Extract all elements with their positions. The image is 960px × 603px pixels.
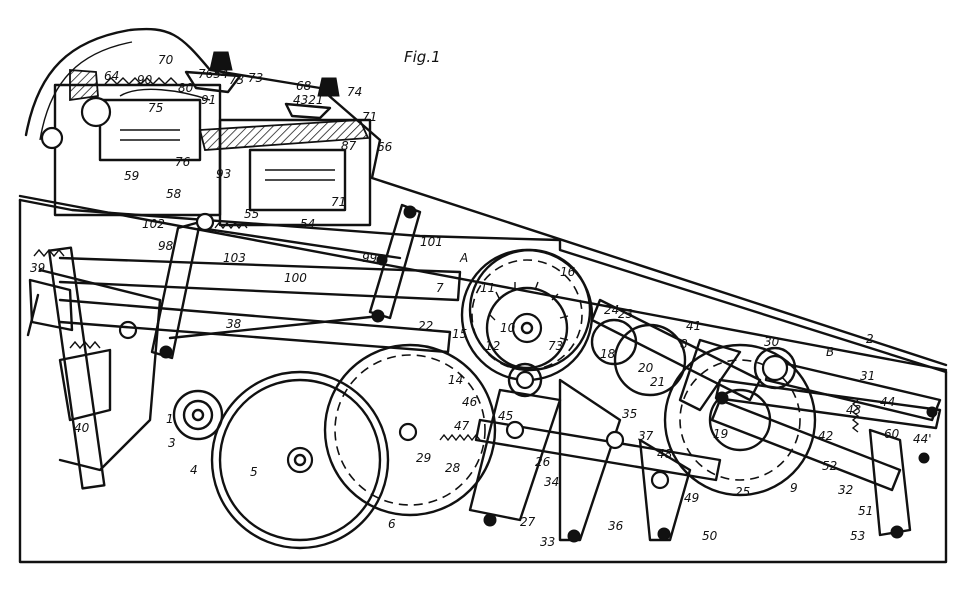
reference-numeral: 24 — [604, 303, 619, 317]
reference-numeral: 60 — [884, 427, 900, 441]
reference-numeral: 47 — [454, 419, 470, 433]
reference-numeral: 55 — [244, 207, 259, 221]
reference-numeral: 34 — [544, 475, 559, 489]
reference-numeral: 100 — [284, 271, 307, 285]
reference-numeral: 12 — [485, 339, 500, 353]
reference-numeral: 50 — [702, 529, 718, 543]
pivot-pins — [159, 205, 938, 543]
reference-numeral: 58 — [166, 187, 182, 201]
reference-numeral: 99 — [362, 251, 377, 265]
reference-numeral: 11 — [480, 281, 495, 295]
reference-numeral: 14 — [448, 373, 463, 387]
gear-train — [172, 248, 817, 550]
reference-numeral: 36 — [608, 519, 624, 533]
reference-numeral: 7 — [436, 281, 444, 295]
reference-numeral: 32 — [838, 483, 853, 497]
reference-numeral: 27 — [520, 515, 536, 529]
reference-numeral: 54 — [300, 217, 315, 231]
reference-numeral: 9 — [790, 481, 798, 495]
reference-numeral: 76 — [175, 155, 191, 169]
reference-numeral: 26 — [535, 455, 551, 469]
reference-numeral: 75 — [148, 101, 163, 115]
reference-numeral: 59 — [124, 169, 139, 183]
reference-numeral: 21 — [650, 375, 665, 389]
linkage-bars — [58, 203, 942, 542]
reference-numeral: 45 — [498, 409, 513, 423]
reference-numeral: 44' — [913, 432, 932, 446]
reference-numeral: 70 — [158, 53, 174, 67]
reference-numeral: 90 — [137, 73, 153, 87]
reference-numeral: 73 — [229, 73, 244, 87]
reference-numeral: 35 — [622, 407, 637, 421]
reference-numeral: 53 — [850, 529, 865, 543]
reference-numeral: 103 — [223, 251, 246, 265]
reference-numeral: 10 — [500, 321, 516, 335]
reference-numeral: 3 — [168, 436, 176, 450]
reference-numeral: 48 — [657, 447, 673, 461]
reference-numeral: 46 — [462, 395, 478, 409]
reference-numeral: A — [459, 251, 468, 265]
reference-numeral: 8 — [680, 337, 688, 351]
reference-numeral: 42 — [818, 429, 833, 443]
reference-numeral: 6 — [388, 517, 396, 531]
reference-numeral: 74 — [347, 85, 362, 99]
reference-numeral: 49 — [684, 491, 699, 505]
reference-numeral: 25 — [735, 485, 750, 499]
reference-numeral: 98 — [158, 239, 174, 253]
reference-numeral: 66 — [377, 140, 393, 154]
reference-numeral: 38 — [226, 317, 242, 331]
left-mechanism — [26, 246, 162, 490]
reference-numeral: 73 — [548, 339, 563, 353]
reference-numeral: B — [826, 345, 834, 359]
reference-numeral: 4 — [190, 463, 198, 477]
reference-numeral: 29 — [416, 451, 431, 465]
reference-numeral: 71 — [331, 195, 346, 209]
reference-numeral: 28 — [445, 461, 461, 475]
reference-numeral: 22 — [418, 319, 433, 333]
reference-numeral: 71 — [362, 110, 377, 124]
figure-title: Fig.1 — [404, 48, 441, 66]
reference-numeral: 4321 — [293, 93, 324, 107]
reference-numeral: 18 — [600, 347, 616, 361]
reference-numeral: 43 — [846, 403, 861, 417]
reference-numeral: 51 — [858, 504, 873, 518]
reference-numeral: 64 — [104, 69, 119, 83]
reference-numeral: 52 — [822, 459, 837, 473]
reference-numeral: 15 — [452, 327, 467, 341]
housing — [18, 27, 948, 564]
springs — [214, 221, 860, 442]
reference-numeral: 33 — [540, 535, 555, 549]
reference-numeral: 31 — [860, 369, 875, 383]
reference-numeral: 91 — [201, 93, 216, 107]
reference-numeral: 44 — [880, 395, 895, 409]
reference-numeral: 73 — [248, 71, 263, 85]
upper-mechanism — [40, 51, 372, 227]
reference-numeral: 40 — [74, 421, 90, 435]
reference-numeral: 68 — [296, 79, 312, 93]
reference-numeral: 87 — [341, 139, 357, 153]
reference-numeral: 2 — [866, 332, 874, 346]
reference-numeral: 93 — [216, 167, 231, 181]
reference-numeral: 7654 — [198, 67, 229, 81]
reference-numeral: 37 — [638, 429, 654, 443]
reference-numeral: 16 — [560, 265, 576, 279]
reference-numeral: 1 — [166, 412, 174, 426]
reference-numeral: 101 — [420, 235, 443, 249]
reference-numeral: 5 — [250, 465, 258, 479]
reference-numeral: 20 — [638, 361, 654, 375]
reference-numeral: 80 — [178, 81, 194, 95]
reference-numeral: 41 — [686, 319, 701, 333]
reference-numeral: 30 — [764, 335, 780, 349]
reference-numeral: 19 — [713, 427, 728, 441]
reference-numeral: 39 — [30, 261, 45, 275]
reference-numeral: 102 — [142, 217, 165, 231]
reference-numeral: 23 — [618, 307, 633, 321]
